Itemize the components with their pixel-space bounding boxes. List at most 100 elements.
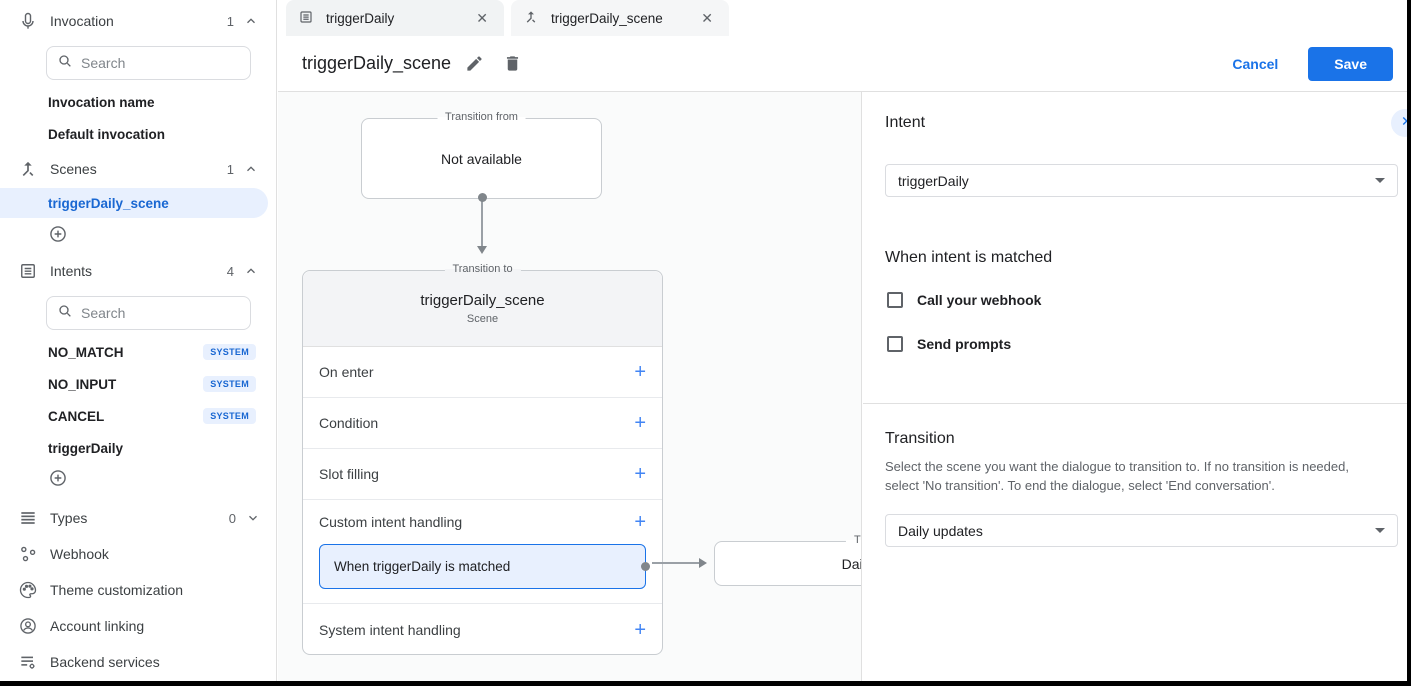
- checkbox-label: Send prompts: [917, 336, 1012, 352]
- row-custom-intent-handling: Custom intent handling + When triggerDai…: [303, 500, 662, 604]
- item-label: Default invocation: [48, 126, 166, 142]
- sidebar-item-webhook[interactable]: Webhook: [0, 536, 276, 572]
- intent-detail-panel: Intent triggerDaily When intent is match…: [863, 92, 1411, 686]
- tab-label: triggerDaily_scene: [551, 10, 663, 26]
- scene-merge-icon: [523, 9, 541, 27]
- edit-pencil-icon[interactable]: [459, 49, 489, 79]
- connector-line: [652, 562, 700, 564]
- sidebar-item-account-linking[interactable]: Account linking: [0, 608, 276, 644]
- add-slot-filling-button[interactable]: +: [634, 463, 646, 485]
- sidebar-item-no-match[interactable]: NO_MATCH SYSTEM: [0, 336, 276, 368]
- microphone-icon: [16, 9, 40, 33]
- row-label: On enter: [319, 364, 374, 380]
- chevron-up-icon[interactable]: [244, 162, 258, 176]
- scene-graph-canvas[interactable]: Transition from Not available Transition…: [278, 92, 862, 686]
- link-label: Account linking: [50, 618, 145, 634]
- section-label: Scenes: [50, 161, 97, 177]
- section-label: Invocation: [50, 13, 114, 29]
- transition-select-value: Daily updates: [898, 522, 983, 539]
- add-scene-button[interactable]: [0, 220, 276, 252]
- window-edge: [0, 681, 1411, 686]
- item-label: triggerDaily: [48, 440, 124, 456]
- intents-search-input[interactable]: [81, 305, 211, 321]
- sidebar-section-types[interactable]: Types 0: [0, 500, 276, 536]
- intent-select-value: triggerDaily: [898, 172, 969, 189]
- intent-list-icon: [298, 9, 316, 27]
- section-label: Intents: [50, 263, 93, 279]
- link-label: Backend services: [50, 654, 160, 670]
- transition-target-box: Transition to Daily updates: [714, 534, 861, 586]
- system-badge: SYSTEM: [203, 376, 256, 392]
- sidebar-section-scenes[interactable]: Scenes 1: [0, 152, 276, 186]
- add-condition-button[interactable]: +: [634, 412, 646, 434]
- sidebar-item-triggerdaily[interactable]: triggerDaily: [0, 432, 276, 464]
- link-label: Theme customization: [50, 582, 184, 598]
- webhook-nodes-icon: [16, 542, 40, 566]
- connector-line: [481, 200, 483, 246]
- transition-select[interactable]: Daily updates: [885, 514, 1398, 547]
- chevron-down-icon[interactable]: [246, 511, 260, 525]
- collapse-panel-button[interactable]: [1391, 109, 1411, 137]
- sidebar-item-invocation-name[interactable]: Invocation name: [0, 86, 276, 118]
- send-prompts-checkbox[interactable]: [887, 336, 903, 352]
- add-system-intent-button[interactable]: +: [634, 618, 646, 641]
- titlebar: triggerDaily_scene Cancel Save: [278, 36, 1411, 92]
- intents-search-box: [46, 296, 251, 330]
- intent-list-icon: [16, 259, 40, 283]
- search-icon: [57, 303, 73, 324]
- webhook-checkbox-row: Call your webhook: [887, 292, 1041, 308]
- workspace: Transition from Not available Transition…: [278, 92, 1411, 686]
- sidebar-section-intents[interactable]: Intents 4: [0, 254, 276, 288]
- sidebar-item-no-input[interactable]: NO_INPUT SYSTEM: [0, 368, 276, 400]
- tab-triggerdaily-scene[interactable]: triggerDaily_scene ✕: [511, 0, 729, 36]
- close-icon[interactable]: ✕: [701, 9, 713, 26]
- sidebar-section-invocation[interactable]: Invocation 1: [0, 4, 276, 38]
- invocation-search-input[interactable]: [81, 55, 211, 71]
- intent-select[interactable]: triggerDaily: [885, 164, 1398, 197]
- chevron-right-icon: [1398, 114, 1411, 133]
- intent-handler-selected[interactable]: When triggerDaily is matched: [319, 544, 650, 589]
- scene-merge-icon: [16, 157, 40, 181]
- section-count: 1: [226, 13, 234, 29]
- scene-card-header: triggerDaily_scene Scene: [303, 271, 662, 347]
- invocation-search-box: [46, 46, 251, 80]
- arrowhead-right-icon: [699, 558, 707, 568]
- sidebar-item-backend-services[interactable]: Backend services: [0, 644, 276, 680]
- scene-card: Transition to triggerDaily_scene Scene O…: [302, 263, 663, 655]
- row-system-intent-handling: System intent handling +: [303, 604, 662, 655]
- add-intent-button[interactable]: [0, 464, 276, 496]
- connector-dot: [478, 193, 487, 202]
- sidebar-item-triggerdaily-scene-selected[interactable]: triggerDaily_scene: [0, 188, 268, 218]
- call-webhook-checkbox[interactable]: [887, 292, 903, 308]
- item-label: Invocation name: [48, 94, 155, 110]
- row-on-enter: On enter +: [303, 347, 662, 398]
- types-list-icon: [16, 506, 40, 530]
- when-matched-heading: When intent is matched: [885, 249, 1053, 266]
- sidebar-item-default-invocation[interactable]: Default invocation: [0, 118, 276, 150]
- cancel-button[interactable]: Cancel: [1232, 55, 1279, 72]
- editor-tabbar: triggerDaily ✕ triggerDaily_scene ✕: [278, 0, 1411, 36]
- arrowhead-down-icon: [477, 246, 487, 254]
- connector-dot: [641, 562, 650, 571]
- sidebar-item-cancel[interactable]: CANCEL SYSTEM: [0, 400, 276, 432]
- dropdown-caret-icon: [1375, 528, 1385, 533]
- sidebar: Invocation 1 Invocation name Default inv…: [0, 0, 277, 686]
- transition-description: Select the scene you want the dialogue t…: [885, 459, 1349, 493]
- add-custom-intent-button[interactable]: +: [634, 511, 646, 533]
- delete-trash-icon[interactable]: [497, 49, 527, 79]
- sidebar-item-theme-customization[interactable]: Theme customization: [0, 572, 276, 608]
- handler-label: When triggerDaily is matched: [334, 559, 511, 574]
- item-label: CANCEL: [48, 408, 105, 424]
- item-label: triggerDaily_scene: [48, 195, 169, 211]
- save-button[interactable]: Save: [1308, 46, 1393, 81]
- row-label: Condition: [319, 415, 379, 431]
- chevron-up-icon[interactable]: [244, 14, 258, 28]
- tab-triggerdaily[interactable]: triggerDaily ✕: [286, 0, 504, 36]
- dropdown-caret-icon: [1375, 178, 1385, 183]
- row-label: Slot filling: [319, 466, 379, 482]
- page-title: triggerDaily_scene: [302, 53, 452, 73]
- add-on-enter-button[interactable]: +: [634, 361, 646, 383]
- close-icon[interactable]: ✕: [476, 9, 488, 26]
- plus-circle-icon: [48, 224, 68, 249]
- chevron-up-icon[interactable]: [244, 264, 258, 278]
